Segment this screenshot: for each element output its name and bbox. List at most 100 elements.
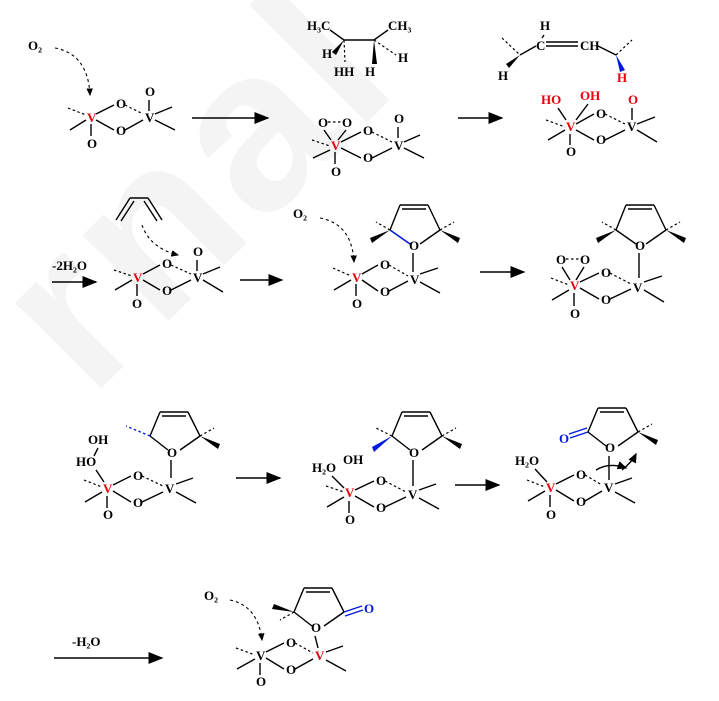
hydrogen-pair: HH: [334, 64, 354, 79]
vanadium: V: [256, 648, 266, 663]
attack-curve: [54, 47, 93, 97]
ring-oxygen: O: [167, 445, 177, 460]
water-ligand: H₂O: [515, 453, 539, 468]
ring-oxygen: O: [311, 620, 321, 635]
hydrogen: H: [398, 50, 408, 65]
oxygen: O: [376, 473, 386, 488]
hydroxy-dihydrofuran-complex: O OH H₂O V V O O O: [312, 411, 462, 527]
oxygen: O: [286, 635, 296, 650]
vanadium-red: V: [87, 110, 97, 125]
vanadium: V: [193, 270, 203, 285]
oxygen: O: [601, 292, 611, 307]
attack-curve: [229, 599, 265, 642]
hydroxyl: HO: [541, 92, 561, 107]
peroxo-dimer-1: O O V V O O O O: [311, 111, 425, 179]
lactone-complex: O O H₂O V V O O O: [515, 407, 658, 522]
oxygen: O: [116, 96, 126, 111]
oxygen: O: [576, 467, 586, 482]
oxo-oxygen: O: [256, 674, 266, 689]
vanadium: V: [165, 481, 175, 496]
oxygen: O: [116, 123, 126, 138]
carbon: C: [536, 38, 545, 53]
oxo-oxygen: O: [193, 244, 203, 259]
vanadium-red: V: [570, 278, 580, 293]
o2-label: O₂: [293, 206, 307, 221]
methyl-right: CH₃: [388, 18, 412, 33]
methyl-left: H₃C: [307, 18, 330, 33]
arrow-label-2h2o: -2H₂O: [52, 258, 87, 273]
vanadium-red: V: [345, 485, 355, 500]
final-lactone-complex: O O V V O O O: [235, 587, 374, 689]
vanadium: V: [410, 272, 420, 287]
peroxo-oxygen: O: [556, 252, 566, 267]
vanadium: V: [627, 119, 637, 134]
oxo-oxygen: O: [103, 507, 113, 522]
attack-curve: [141, 224, 180, 257]
vanadium-red: V: [103, 481, 113, 496]
dihydrofuran-complex: O V V O O O: [332, 204, 460, 311]
oxo-oxygen-red: O: [628, 92, 638, 107]
vanadium-red: V: [546, 480, 556, 495]
hydroxyl: OH: [580, 88, 600, 103]
vanadium-red: V: [566, 119, 576, 134]
ring-oxygen: O: [409, 238, 419, 253]
hydroperoxo-complex: O OH HO V V O O O: [76, 411, 220, 522]
carbonyl-oxygen: O: [559, 431, 569, 446]
oxygen: O: [376, 500, 386, 515]
ring-oxygen: O: [635, 238, 645, 253]
vanadyl-dimer-1: V V O O O O: [67, 84, 176, 151]
peroxo-dihydrofuran-complex: O O O V V O O O: [550, 204, 686, 321]
vanadium-red: V: [352, 270, 362, 285]
oxo-oxygen: O: [546, 507, 556, 522]
oxygen: O: [133, 468, 143, 483]
oxygen: O: [380, 284, 390, 299]
water-ligand: H₂O: [312, 460, 336, 475]
carbonyl-oxygen: O: [364, 601, 374, 616]
oxo-oxygen: O: [394, 111, 404, 126]
ch-group: CH: [580, 38, 600, 53]
oxo-oxygen: O: [345, 512, 355, 527]
oxo-oxygen: O: [87, 136, 97, 151]
arrow-label-h2o: -H₂O: [72, 634, 100, 649]
oxygen: O: [380, 257, 390, 272]
vanadium: V: [145, 110, 155, 125]
oxygen: O: [286, 662, 296, 677]
abstracted-hydrogen: H: [617, 70, 627, 85]
peroxo-oxygen: O: [342, 115, 352, 130]
o2-label: O₂: [204, 588, 218, 603]
peroxo-oxygen: O: [318, 115, 328, 130]
hydroxyl: OH: [343, 452, 363, 467]
oxo-oxygen: O: [331, 164, 341, 179]
oxo-oxygen: O: [566, 144, 576, 159]
hydroxyl: OH: [88, 432, 108, 447]
hydrogen: H: [540, 18, 550, 33]
butane: H₃C CH₃ H HH H H: [307, 18, 412, 79]
oxo-oxygen: O: [145, 84, 155, 99]
butadiene: [115, 197, 163, 222]
hydrogen: H: [365, 64, 375, 79]
vanadyl-dimer-2: V V O O O O: [113, 244, 224, 311]
ring-oxygen: O: [605, 440, 615, 455]
vanadium: V: [408, 487, 418, 502]
vanadium: V: [604, 480, 614, 495]
vanadium-red: V: [133, 270, 143, 285]
oxygen: O: [596, 106, 606, 121]
oxo-oxygen: O: [132, 296, 142, 311]
vanadium: V: [394, 138, 404, 153]
oxygen: O: [596, 132, 606, 147]
hydroxyl: HO: [76, 454, 96, 469]
oxo-oxygen: O: [352, 296, 362, 311]
vanadium-red: V: [331, 138, 341, 153]
oxo-oxygen: O: [570, 306, 580, 321]
ring-oxygen: O: [409, 445, 419, 460]
oxygen: O: [162, 283, 172, 298]
oxygen: O: [601, 265, 611, 280]
oxygen: O: [363, 123, 373, 138]
oxygen: O: [162, 256, 172, 271]
hydrogen: H: [498, 68, 508, 83]
oxygen: O: [363, 150, 373, 165]
oxygen: O: [576, 494, 586, 509]
peroxo-oxygen: O: [580, 252, 590, 267]
hydrogen: H: [322, 46, 332, 61]
